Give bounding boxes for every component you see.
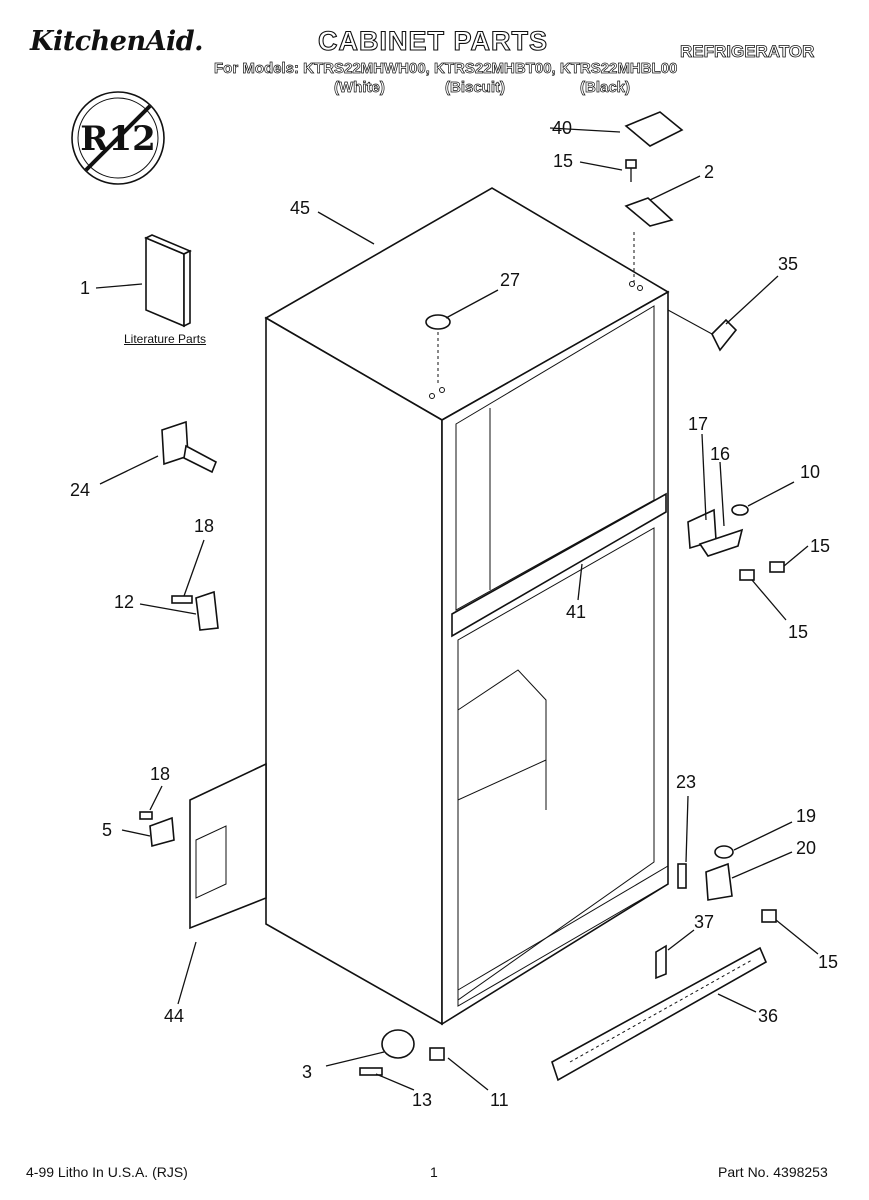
- callout-37: 37: [694, 912, 714, 932]
- no-r12-badge: R12: [71, 91, 165, 185]
- hinge-part-12: [171, 590, 219, 631]
- literature-booklet-icon: [144, 234, 192, 328]
- middle-hinge-part: [687, 504, 785, 581]
- leader-lines: [95, 127, 819, 1091]
- variant-biscuit: (Biscuit): [445, 79, 506, 97]
- bottom-hinge-part-3: [359, 1029, 445, 1076]
- top-hinge-part: [624, 197, 674, 227]
- r12-text: R12: [80, 119, 156, 159]
- appliance-category: REFRIGERATOR: [680, 42, 815, 62]
- variant-white: (White): [334, 79, 386, 97]
- callout-15-top: 15: [553, 151, 573, 171]
- bottom-hinge-part-20: [677, 845, 777, 923]
- callout-15-middle: 15: [810, 536, 830, 556]
- plug-button-part: [425, 314, 451, 330]
- callout-20: 20: [796, 838, 816, 858]
- top-cover-part: [624, 111, 684, 147]
- callout-13: 13: [412, 1090, 432, 1110]
- callout-1: 1: [80, 278, 90, 298]
- screw-part: [625, 159, 637, 182]
- refrigerator-cabinet: [264, 187, 670, 1026]
- callout-18-lower: 18: [150, 764, 170, 784]
- callout-24: 24: [70, 480, 90, 500]
- callout-2: 2: [704, 162, 714, 182]
- cap-part-35: [711, 318, 738, 352]
- brand-logo: KitchenAid.: [30, 26, 204, 57]
- callout-11: 11: [490, 1090, 509, 1110]
- callout-3: 3: [302, 1062, 312, 1082]
- callout-numbers: 40 15 2 35 45 27 1 24 18 12 17 16 10 15 …: [70, 118, 838, 1110]
- callout-23: 23: [676, 772, 696, 792]
- callout-12: 12: [114, 592, 134, 612]
- callout-5: 5: [102, 820, 112, 840]
- callout-19: 19: [796, 806, 816, 826]
- callout-15-lower: 15: [788, 622, 808, 642]
- hinge-pin-part-24: [161, 420, 218, 474]
- side-panel-part-44: [189, 762, 267, 930]
- toe-grille-part-36: [551, 946, 768, 1082]
- clip-part-37: [655, 944, 667, 980]
- footer-page-number: 1: [430, 1164, 438, 1180]
- callout-36: 36: [758, 1006, 778, 1026]
- callout-17: 17: [688, 414, 708, 434]
- callout-16: 16: [710, 444, 730, 464]
- callout-10: 10: [800, 462, 820, 482]
- page-title: CABINET PARTS: [317, 25, 549, 56]
- footer-litho: 4-99 Litho In U.S.A. (RJS): [26, 1164, 188, 1180]
- literature-parts-label: Literature Parts: [124, 332, 207, 346]
- models-line: For Models: KTRS22MHWH00, KTRS22MHBT00, …: [214, 60, 678, 78]
- bracket-part-5: [139, 811, 175, 848]
- callout-27: 27: [500, 270, 520, 290]
- callout-41: 41: [566, 602, 586, 622]
- callout-45: 45: [290, 198, 310, 218]
- callout-44: 44: [164, 1006, 184, 1026]
- variant-black: (Black): [580, 79, 631, 97]
- callout-40: 40: [552, 118, 572, 138]
- callout-18-upper: 18: [194, 516, 214, 536]
- callout-35: 35: [778, 254, 798, 274]
- callout-15-bottom: 15: [818, 952, 838, 972]
- footer-part-number: Part No. 4398253: [718, 1164, 828, 1180]
